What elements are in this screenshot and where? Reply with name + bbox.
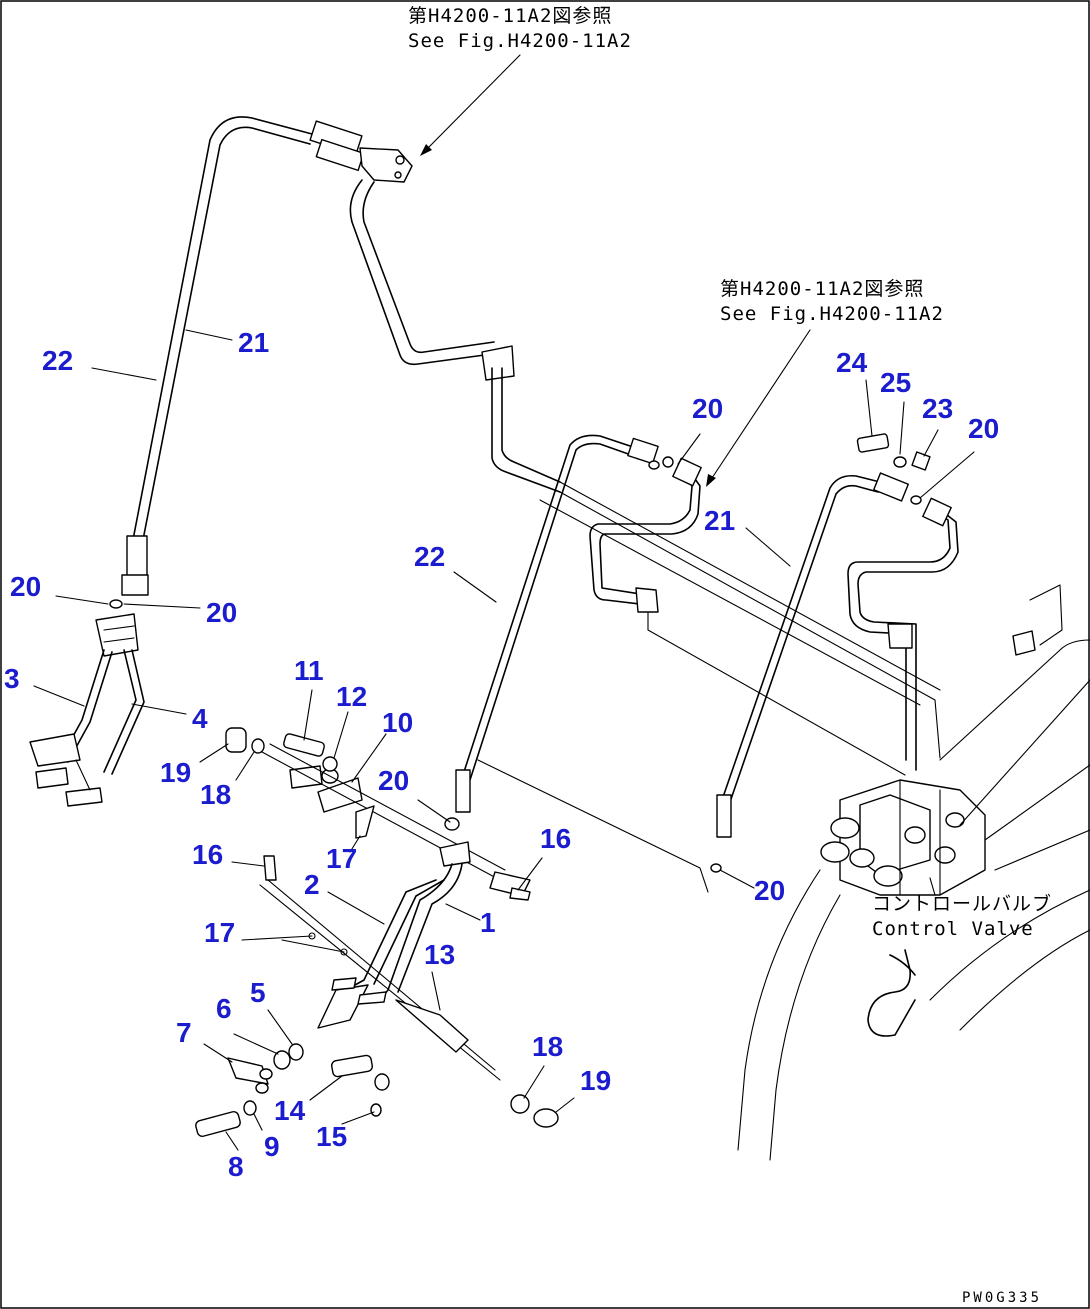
callout-16: 16 [192, 839, 223, 870]
pipe-middle-right [589, 457, 702, 613]
callout-17: 17 [204, 917, 235, 948]
callout-13: 13 [424, 939, 455, 970]
callout-9: 9 [264, 1131, 280, 1162]
callout-23: 23 [922, 393, 953, 424]
callout-20: 20 [206, 597, 237, 628]
reference-top-leader [427, 54, 521, 149]
callout-19: 19 [580, 1065, 611, 1096]
callout-18: 18 [200, 779, 231, 810]
leader-lines [33, 329, 975, 1151]
upper-fitting-cluster [309, 120, 413, 183]
callout-20: 20 [378, 765, 409, 796]
callout-20: 20 [10, 571, 41, 602]
reference-top-jp: 第H4200-11A2図参照 [408, 5, 612, 27]
reference-top: 第H4200-11A2図参照 See Fig.H4200-11A2 [408, 5, 632, 156]
o-rings [109, 460, 922, 873]
callout-20: 20 [968, 413, 999, 444]
control-valve: コントロールバルブ Control Valve [820, 779, 1052, 1037]
callout-15: 15 [316, 1121, 347, 1152]
callout-20: 20 [692, 393, 723, 424]
callout-19: 19 [160, 757, 191, 788]
hose-middle-22 [455, 434, 674, 813]
callout-6: 6 [216, 993, 232, 1024]
control-valve-jp: コントロールバルブ [872, 892, 1052, 915]
callout-14: 14 [274, 1095, 306, 1126]
callout-3: 3 [4, 663, 20, 694]
callout-8: 8 [228, 1151, 244, 1182]
callout-22: 22 [42, 345, 73, 376]
hose-right-21 [716, 472, 909, 838]
callout-22: 22 [414, 541, 445, 572]
callout-7: 7 [176, 1017, 192, 1048]
callout-numbers: 22 21 20 20 3 4 11 12 10 19 18 20 17 16 … [4, 327, 999, 1182]
callout-24: 24 [836, 347, 868, 378]
callout-21: 21 [238, 327, 269, 358]
callout-4: 4 [192, 703, 208, 734]
callout-10: 10 [382, 707, 413, 738]
reference-top-en: See Fig.H4200-11A2 [408, 30, 632, 52]
reference-mid-arrow [706, 474, 716, 487]
pedal-assembly-left [29, 613, 145, 807]
callout-1: 1 [480, 907, 496, 938]
callout-2: 2 [304, 869, 320, 900]
callout-5: 5 [250, 977, 266, 1008]
pipe-right-to-valve [847, 497, 959, 771]
pipe-down-from-cluster [349, 179, 561, 493]
drawing-code: PW0G335 [962, 1290, 1042, 1306]
callout-20: 20 [754, 875, 785, 906]
reference-mid-en: See Fig.H4200-11A2 [720, 303, 944, 325]
pedal-assembly-center [195, 727, 559, 1137]
control-valve-en: Control Valve [872, 918, 1034, 940]
callout-18: 18 [532, 1031, 563, 1062]
reference-top-arrow [420, 144, 432, 156]
reference-mid-leader [711, 329, 811, 479]
chassis-lines [737, 584, 1090, 1161]
bolt-washer-group [856, 433, 931, 471]
callout-21: 21 [704, 505, 735, 536]
callout-12: 12 [336, 681, 367, 712]
callout-17: 17 [326, 843, 357, 874]
callout-11: 11 [294, 655, 324, 686]
reference-mid: 第H4200-11A2図参照 See Fig.H4200-11A2 [706, 278, 944, 487]
callout-25: 25 [880, 367, 911, 398]
hose-upper-left [121, 116, 313, 596]
callout-16: 16 [540, 823, 571, 854]
reference-mid-jp: 第H4200-11A2図参照 [720, 278, 924, 300]
